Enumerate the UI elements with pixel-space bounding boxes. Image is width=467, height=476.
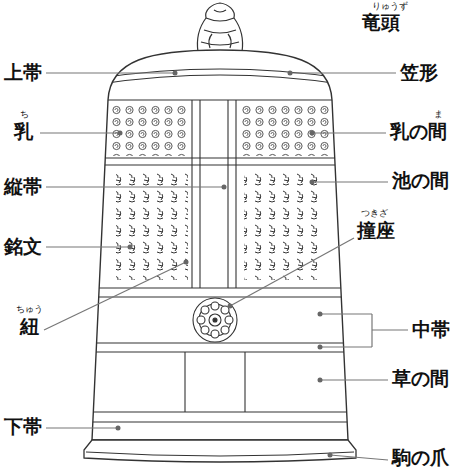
part-label: 竜頭: [362, 12, 400, 33]
part-label: 下帯: [4, 416, 42, 437]
part-label: 中帯: [412, 319, 450, 340]
ruby-reading: つきざ: [361, 209, 388, 219]
part-label: 駒の爪: [392, 447, 449, 468]
ruby-reading: ち: [20, 110, 29, 120]
dragon-head: [197, 3, 242, 52]
bell-body: [80, 50, 360, 462]
part-label: 撞座: [357, 220, 395, 241]
ruby-reading: りゅうず: [372, 2, 408, 12]
ruby-reading: ちゅう: [16, 305, 43, 315]
part-label: 縦帯: [4, 176, 42, 197]
part-label: 池の間: [392, 170, 449, 191]
part-label: 銘文: [4, 236, 42, 257]
part-label: 乳の間: [390, 121, 447, 142]
leader-lines: [40, 71, 408, 461]
part-label: 上帯: [4, 62, 42, 83]
part-label: 紐: [20, 316, 39, 337]
striking-seat: [193, 298, 237, 342]
ruby-reading: ま: [434, 110, 443, 120]
part-label: 乳: [14, 121, 33, 142]
part-label: 笠形: [400, 62, 438, 83]
part-label: 草の間: [392, 368, 449, 389]
